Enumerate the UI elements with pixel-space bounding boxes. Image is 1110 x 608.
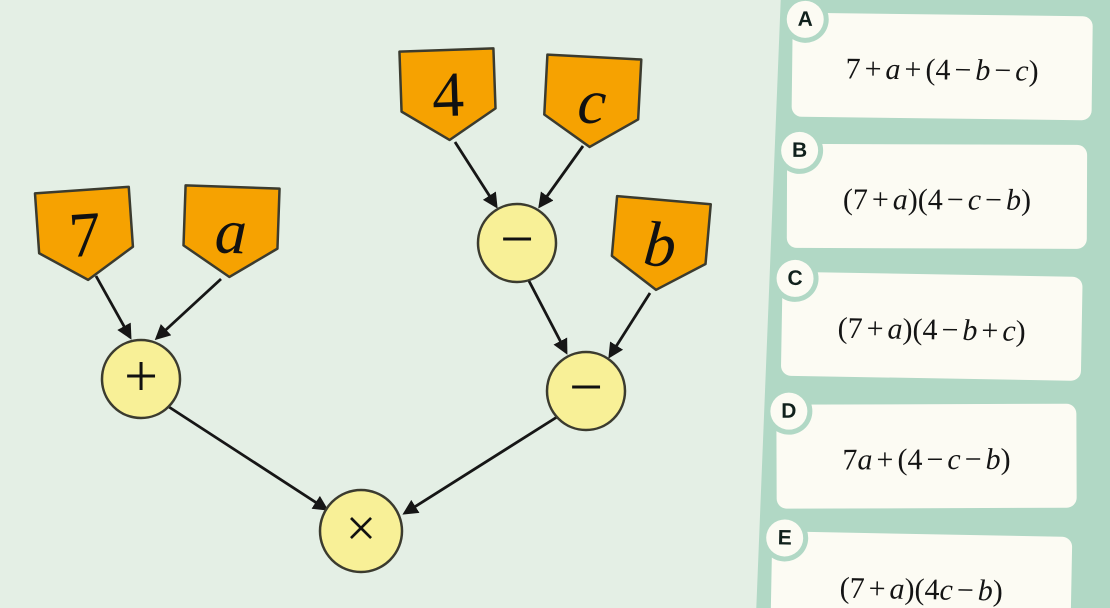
value-node-c: c — [543, 53, 643, 149]
operator-label: − — [500, 206, 534, 272]
pentagon-shape — [543, 53, 643, 149]
value-label: b — [641, 208, 679, 282]
answer-card-c[interactable]: C (7+a)(4−b+c) — [776, 259, 1083, 381]
pentagon-shape — [33, 185, 135, 282]
answer-card-d[interactable]: D 7a+(4−c−b) — [770, 392, 1077, 509]
tree-edges — [94, 141, 652, 515]
answer-expression: 7+a+(4−b−c) — [845, 52, 1039, 88]
pentagon-shape — [610, 194, 712, 292]
edge-a-plus — [154, 277, 222, 341]
operator-node-minus-bottom: − — [545, 350, 627, 432]
pentagon-shape — [398, 47, 497, 142]
value-label: 4 — [431, 58, 465, 130]
operator-label: × — [346, 498, 376, 558]
value-node-7: 7 — [33, 185, 135, 282]
value-label: c — [576, 65, 608, 137]
operator-circle — [100, 338, 182, 420]
answer-expression: (7+a)(4−c−b) — [842, 183, 1032, 217]
edge-plus-times — [168, 405, 329, 511]
answer-card-b[interactable]: B (7+a)(4−c−b) — [781, 131, 1088, 249]
operator-circle — [476, 202, 558, 284]
edge-minus2-times — [402, 415, 558, 515]
answer-letter-badge: B — [781, 131, 819, 169]
answer-letter-badge: D — [770, 392, 808, 430]
operator-circle — [545, 350, 627, 432]
answer-letter-badge: A — [786, 0, 824, 39]
operator-label: − — [569, 354, 603, 420]
edge-c-minus1 — [538, 145, 585, 209]
edge-minus1-minus2 — [527, 280, 568, 355]
edge-7-plus — [94, 275, 132, 340]
edge-4-minus1 — [453, 141, 498, 209]
value-node-b: b — [610, 194, 712, 292]
operator-node-times: × — [318, 488, 404, 574]
answer-expression: 7a+(4−c−b) — [842, 442, 1011, 477]
value-label: a — [214, 195, 248, 267]
operator-circle — [318, 488, 404, 574]
answer-letter-badge: C — [776, 259, 814, 298]
answer-expression: (7+a)(4−b+c) — [837, 311, 1027, 348]
operator-node-plus: + — [100, 338, 182, 420]
answer-letter-badge: E — [765, 519, 804, 557]
answer-card-a[interactable]: A 7+a+(4−b−c) — [786, 0, 1093, 121]
answer-panel: A 7+a+(4−b−c) B (7+a)(4−c−b) C (7+a)(4−b… — [751, 0, 1110, 608]
pentagon-shape — [182, 184, 281, 279]
answer-card-e[interactable]: E (7+a)(4c−b) — [765, 519, 1073, 608]
edge-b-minus2 — [608, 292, 652, 359]
value-node-4: 4 — [398, 47, 497, 142]
value-label: 7 — [67, 198, 104, 271]
expression-tree: 7 a 4 c b + − − — [33, 47, 712, 574]
operator-node-minus-top: − — [476, 202, 558, 284]
operator-label: + — [124, 343, 158, 409]
value-node-a: a — [182, 184, 281, 279]
answer-expression: (7+a)(4c−b) — [839, 571, 1004, 608]
